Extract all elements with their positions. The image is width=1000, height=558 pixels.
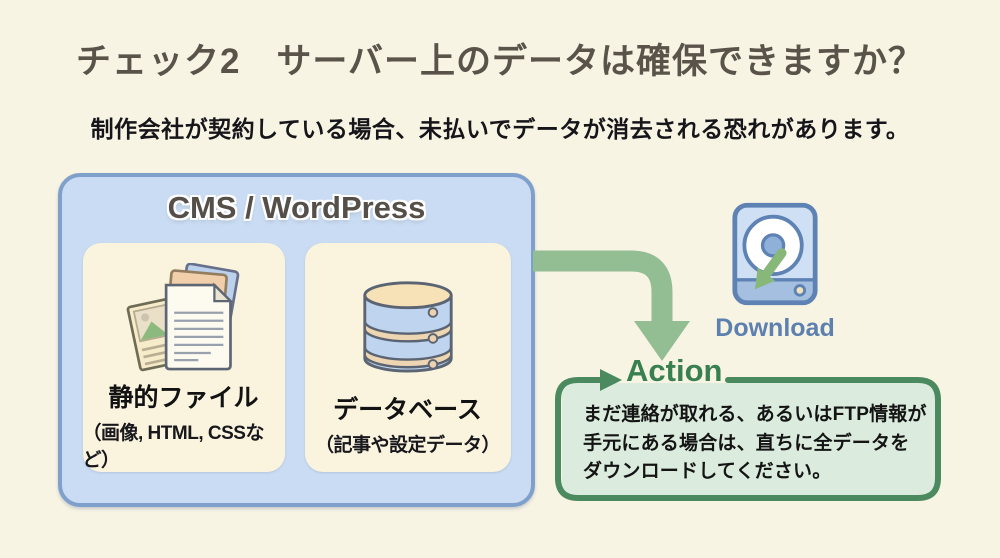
elbow-arrow-down-icon bbox=[533, 250, 690, 361]
static-files-card: 静的ファイル （画像, HTML, CSSなど） bbox=[82, 243, 285, 472]
page-title: チェック2 サーバー上のデータは確保できますか？ bbox=[75, 42, 925, 81]
cms-box-title: CMS / WordPress bbox=[167, 190, 426, 225]
action-frame-border bbox=[555, 369, 941, 501]
download-label: Download bbox=[715, 314, 835, 342]
cms-cards-row: 静的ファイル （画像, HTML, CSSなど） データベース bbox=[62, 243, 531, 472]
database-subtitle: （記事や設定データ） bbox=[314, 435, 501, 456]
database-icon bbox=[362, 281, 453, 373]
static-files-title: 静的ファイル bbox=[108, 384, 259, 412]
action-box: Action まだ連絡が取れる、あるいはFTP情報が手元にある場合は、直ちに全デ… bbox=[554, 352, 946, 512]
hard-drive-download-icon bbox=[732, 202, 818, 306]
static-files-subtitle: （画像, HTML, CSSなど） bbox=[82, 423, 265, 471]
documents-stack-icon bbox=[126, 263, 239, 372]
action-body-text: まだ連絡が取れる、あるいはFTP情報が手元にある場合は、直ちに全データをダウンロ… bbox=[583, 404, 927, 482]
page-subtitle: 制作会社が契約している場合、未払いでデータが消去される恐れがあります。 bbox=[90, 116, 910, 142]
cms-wordpress-box: CMS / WordPress bbox=[58, 173, 535, 507]
database-card: データベース （記事や設定データ） bbox=[304, 243, 511, 472]
action-title: Action bbox=[626, 353, 723, 388]
database-title: データベース bbox=[333, 396, 482, 424]
database-icon-box bbox=[360, 255, 456, 395]
action-pointer-arrow-icon bbox=[600, 369, 622, 391]
static-files-icon-box bbox=[125, 255, 243, 383]
